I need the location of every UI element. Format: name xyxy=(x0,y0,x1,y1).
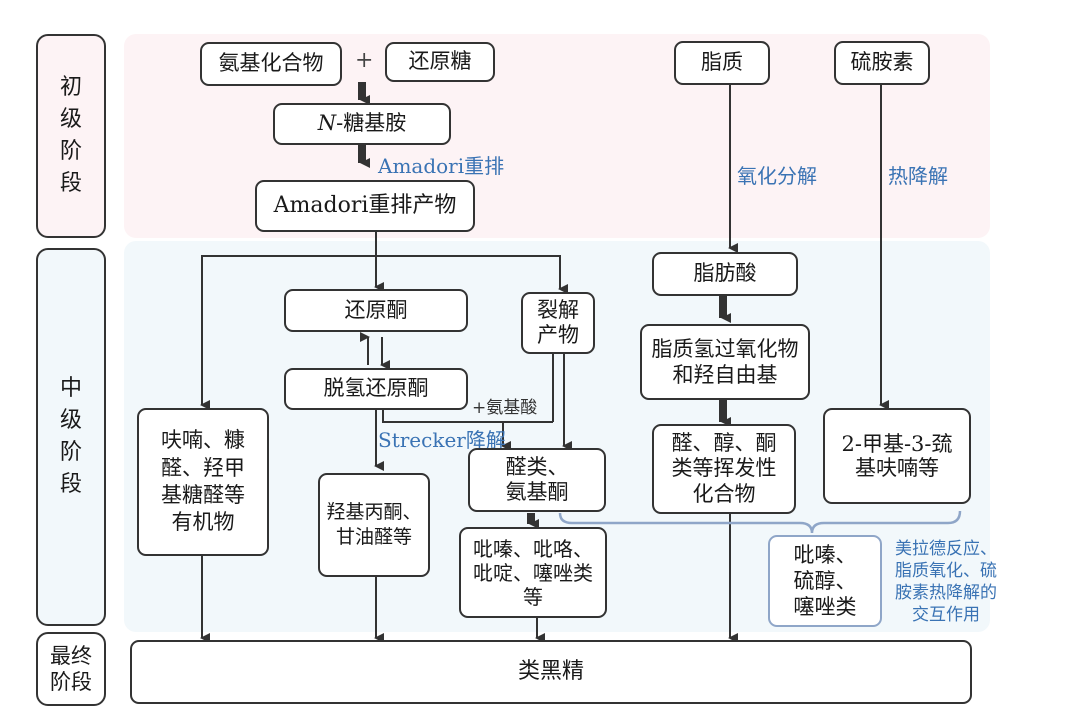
node-pyrazines-group: 吡嗪、吡咯、吡啶、噻唑类等 xyxy=(459,527,607,618)
arrow-to-furans xyxy=(200,255,376,410)
label-amadori-rearrangement: Amadori重排 xyxy=(378,154,505,178)
node-methyl-furanthiol: 2-甲基-3-巯基呋喃等 xyxy=(823,408,971,504)
node-interaction-products: 吡嗪、硫醇、噻唑类 xyxy=(768,535,882,627)
interaction-note: 美拉德反应、脂质氧化、硫胺素热降解的交互作用 xyxy=(886,538,1006,626)
hydroxyacetone-text: 羟基丙酮、甘油醛等 xyxy=(326,501,422,548)
stage-label-intermediate: 中级阶段 xyxy=(36,248,106,626)
stage-primary-text: 初级阶段 xyxy=(60,75,83,196)
interaction-products-text: 吡嗪、硫醇、噻唑类 xyxy=(793,542,857,620)
furans-group-text: 呋喃、糠醛、羟甲基糖醛等有机物 xyxy=(161,428,245,535)
stage-label-primary: 初级阶段 xyxy=(36,34,106,238)
node-thiamine: 硫胺素 xyxy=(834,41,930,85)
amino-compound-text: 氨基化合物 xyxy=(218,51,324,76)
node-n-glycosylamine: N-糖基胺 xyxy=(273,103,451,145)
n-prefix: N xyxy=(317,111,337,136)
stage-label-final: 最终阶段 xyxy=(36,632,106,706)
node-reducing-sugar: 还原糖 xyxy=(385,42,495,82)
node-aldehydes-aminoketones: 醛类、氨基酮 xyxy=(468,448,606,512)
node-lipid: 脂质 xyxy=(674,41,770,85)
interaction-note-text: 美拉德反应、脂质氧化、硫胺素热降解的交互作用 xyxy=(895,539,997,626)
cleavage-products-text: 裂解产物 xyxy=(537,297,579,347)
node-fatty-acid: 脂肪酸 xyxy=(652,252,798,296)
node-hydroxyacetone-group: 羟基丙酮、甘油醛等 xyxy=(318,473,430,577)
melanoidins-text: 类黑精 xyxy=(517,658,584,684)
reductone-text: 还原酮 xyxy=(344,297,408,322)
aldehydes-aminoketones-text: 醛类、氨基酮 xyxy=(505,454,569,504)
node-lipid-hydroperoxide: 脂质氢过氧化物和羟自由基 xyxy=(640,324,810,400)
volatiles-text: 醛、醇、酮类等挥发性化合物 xyxy=(671,431,777,506)
n-glycosylamine-text: N-糖基胺 xyxy=(318,110,406,137)
node-dehydroreductone: 脱氢还原酮 xyxy=(284,368,468,410)
node-melanoidins: 类黑精 xyxy=(130,640,972,704)
stage-intermediate-text: 中级阶段 xyxy=(60,376,83,497)
fatty-acid-text: 脂肪酸 xyxy=(693,261,757,286)
stage-final-text: 最终阶段 xyxy=(50,643,92,694)
methyl-furanthiol-text: 2-甲基-3-巯基呋喃等 xyxy=(841,431,953,480)
reducing-sugar-text: 还原糖 xyxy=(408,49,472,74)
interaction-brace xyxy=(558,510,962,534)
plus-sign: + xyxy=(355,48,374,73)
node-volatiles: 醛、醇、酮类等挥发性化合物 xyxy=(652,424,796,514)
arrow-strecker-to-aldehydes xyxy=(382,409,553,423)
arrow-to-cleavage xyxy=(376,255,568,294)
node-cleavage-products: 裂解产物 xyxy=(521,292,595,354)
dehydroreductone-text: 脱氢还原酮 xyxy=(323,376,429,401)
lipid-text: 脂质 xyxy=(701,50,743,75)
label-thermal-degradation: 热降解 xyxy=(888,164,948,188)
pyrazines-group-text: 吡嗪、吡咯、吡啶、噻唑类等 xyxy=(473,536,593,609)
glycosylamine-suffix: -糖基胺 xyxy=(336,111,407,136)
node-amadori-product: Amadori重排产物 xyxy=(255,180,475,232)
thiamine-text: 硫胺素 xyxy=(850,50,914,75)
node-furans-group: 呋喃、糠醛、羟甲基糖醛等有机物 xyxy=(137,408,269,556)
node-reductone: 还原酮 xyxy=(284,289,468,332)
lipid-hydroperoxide-text: 脂质氢过氧化物和羟自由基 xyxy=(651,336,799,387)
label-oxidative-decomposition: 氧化分解 xyxy=(737,164,817,188)
label-plus-amino-acid: +氨基酸 xyxy=(472,398,538,418)
node-amino-compound: 氨基化合物 xyxy=(200,42,342,86)
amadori-product-text: Amadori重排产物 xyxy=(273,192,457,218)
